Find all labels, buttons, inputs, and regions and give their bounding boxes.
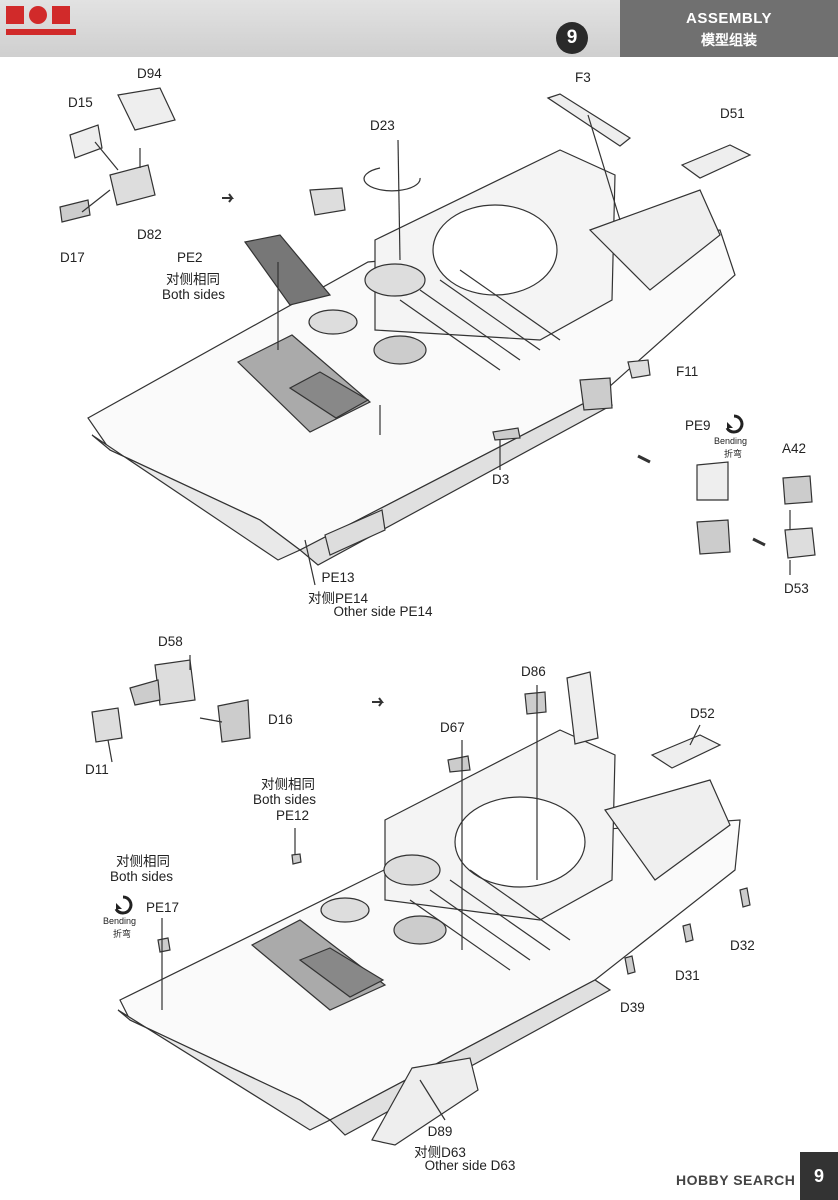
page-number: 9 xyxy=(800,1152,838,1200)
part-label-d23: D23 xyxy=(370,118,395,133)
part-label-d32: D32 xyxy=(730,938,755,953)
note-both-sides-cn-b2: 对侧相同 xyxy=(116,854,170,869)
note-both-sides-cn-b1: 对侧相同 xyxy=(261,777,315,792)
part-label-f11: F11 xyxy=(676,364,699,379)
part-label-d67: D67 xyxy=(440,720,465,735)
note-bending-cn-a: 折弯 xyxy=(724,449,743,459)
part-label-pe13: PE13 xyxy=(321,570,355,585)
assembly-title: ASSEMBLY xyxy=(686,10,772,27)
part-label-d17: D17 xyxy=(60,250,85,265)
note-bending-en-b: Bending xyxy=(103,916,137,926)
note-both-sides-cn-a: 对侧相同 xyxy=(166,272,220,287)
part-label-f3: F3 xyxy=(575,70,591,85)
note-other-side-cn-a: 对侧PE14 xyxy=(307,591,369,606)
assembly-subtitle: 模型组装 xyxy=(701,32,757,48)
hobbyshop-logo xyxy=(6,6,76,35)
part-label-d31: D31 xyxy=(675,968,700,983)
part-label-pe2: PE2 xyxy=(177,250,203,265)
part-label-d52: D52 xyxy=(690,706,715,721)
bending-icon xyxy=(725,414,744,434)
parts-a xyxy=(59,87,816,586)
part-label-pe17: PE17 xyxy=(146,900,180,915)
part-label-d58: D58 xyxy=(158,634,183,649)
part-label-d86: D86 xyxy=(521,664,546,679)
note-bending-en-a: Bending xyxy=(714,436,748,446)
part-label-d11: D11 xyxy=(85,762,109,777)
note-other-side-en-b: Other side D63 xyxy=(424,1158,516,1173)
parts-b xyxy=(91,655,751,1146)
note-bending-cn-b: 折弯 xyxy=(113,929,132,939)
part-label-d82: D82 xyxy=(137,227,162,242)
note-other-side-en-a: Other side PE14 xyxy=(333,604,433,619)
bending-icon xyxy=(114,895,133,915)
hull-top-view-a xyxy=(87,149,736,566)
part-label-d16: D16 xyxy=(268,712,293,727)
note-both-sides-en-b2: Both sides xyxy=(110,869,174,884)
step-number-badge: 9 xyxy=(556,22,588,54)
note-other-side-cn-b: 对侧D63 xyxy=(414,1145,466,1160)
note-both-sides-en-b1: Both sides xyxy=(253,792,317,807)
part-label-d3: D3 xyxy=(492,472,510,487)
part-label-d51: D51 xyxy=(720,106,745,121)
part-label-d15: D15 xyxy=(68,95,93,110)
part-label-pe12: PE12 xyxy=(276,808,310,823)
part-label-pe9: PE9 xyxy=(685,418,711,433)
part-label-d89: D89 xyxy=(427,1124,453,1139)
part-label-d53: D53 xyxy=(784,581,809,596)
part-label-a42: A42 xyxy=(782,441,807,456)
header-title-panel xyxy=(620,0,838,57)
part-label-d39: D39 xyxy=(620,1000,645,1015)
part-label-d94: D94 xyxy=(137,66,162,81)
note-both-sides-en-a: Both sides xyxy=(162,287,226,302)
hobby-search-watermark: HOBBY SEARCH xyxy=(676,1172,796,1188)
